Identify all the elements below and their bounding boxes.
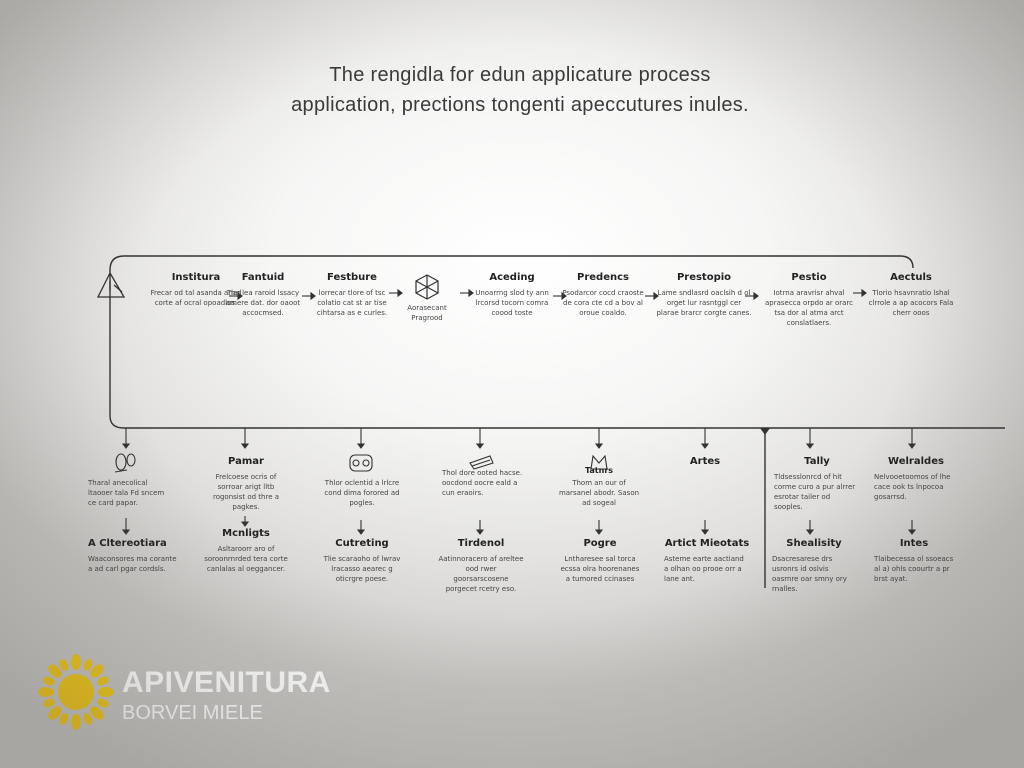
bottom-2-6: Artict Mieotats Asteme earte aactiand a … bbox=[664, 538, 750, 584]
bottom-1-8-desc: Nelvooetoomos of lhe cace ook ts lnpocoa… bbox=[874, 473, 951, 501]
bottom-1-6-label: Artes bbox=[689, 456, 721, 467]
step-9-label: Aectuls bbox=[890, 272, 932, 283]
crown-icon bbox=[590, 454, 608, 470]
bottom-1-7-label: Tally bbox=[804, 456, 830, 467]
bottom-1-5-desc: Thom an our of marsanel abodr. Sason ad … bbox=[558, 479, 640, 507]
card-icon bbox=[469, 455, 494, 470]
step-1-desc: Frecar od tal asanda anad corte af ocral… bbox=[150, 289, 242, 307]
step-7-desc: Lame sndlasrd oaclsih d ol orget lur ras… bbox=[656, 289, 752, 317]
step-7: Prestopio Lame sndlasrd oaclsih d ol org… bbox=[656, 272, 752, 318]
bottom-2-8-label: Intes bbox=[899, 538, 929, 549]
bottom-2-6-desc: Asteme earte aactiand a olhan oo prooe o… bbox=[664, 555, 744, 583]
bottom-2-4: Tirdenol Aatinnoracero af areltee ood rw… bbox=[438, 538, 524, 594]
step-2-desc: The lea raroid lssacy amere dat. dor oao… bbox=[225, 289, 301, 317]
bottom-1-3-desc: Thlor oclentid a lrlcre cond dima forore… bbox=[324, 479, 400, 507]
bottom-1-5: Tatnrs Thom an our of marsanel abodr. Sa… bbox=[558, 466, 640, 508]
step-8: Pestio Iotrna aravrisr ahval aprasecca o… bbox=[762, 272, 856, 328]
step-3-label: Festbure bbox=[327, 272, 377, 283]
bottom-1-2: Pamar Frelcoese ocris of sorroar arigt l… bbox=[204, 456, 288, 512]
bottom-2-4-desc: Aatinnoracero af areltee ood rwer goorsa… bbox=[438, 555, 524, 593]
brand-name: APIVENITURA bbox=[122, 666, 331, 699]
bottom-1-1: Tharal anecolical ltaooer tala Fd sncem … bbox=[88, 478, 174, 508]
cube-icon bbox=[415, 274, 439, 300]
bottom-2-3-label: Cutreting bbox=[335, 538, 389, 549]
bottom-1-4: Thol dore ooted hacse. oocdond oocre eal… bbox=[442, 468, 524, 498]
step-7-label: Prestopio bbox=[676, 272, 732, 283]
bottom-2-5-label: Pogre bbox=[583, 538, 617, 549]
bottom-1-7: Tally Tldsesslonrcd of hit corme curo a … bbox=[774, 456, 860, 512]
bottom-2-1-label: A Cltereotiara bbox=[88, 538, 167, 549]
bottom-2-2-desc: Asltaroorr aro of soroonrnrded tera cort… bbox=[204, 545, 288, 573]
bottom-1-4-desc: Thol dore ooted hacse. oocdond oocre eal… bbox=[442, 469, 523, 497]
warning-icon bbox=[96, 271, 126, 298]
step-6: Predencs Psodarcor cocd craoste de cora … bbox=[560, 272, 646, 318]
step-4: Aorasecant Pragrood bbox=[398, 303, 456, 323]
step-3: Festbure lorrecar tlore of tsc colatio c… bbox=[308, 272, 396, 318]
step-1-label: Institura bbox=[171, 272, 221, 283]
bottom-2-7-label: Shealisity bbox=[786, 538, 842, 549]
bottom-1-8: Welraldes Nelvooetoomos of lhe cace ook … bbox=[874, 456, 958, 502]
step-6-desc: Psodarcor cocd craoste de cora cte cd a … bbox=[562, 289, 644, 317]
step-4-desc: Aorasecant Pragrood bbox=[407, 304, 447, 322]
diagram-title: The rengidla for edun applicature proces… bbox=[200, 60, 840, 120]
people-icon bbox=[114, 453, 136, 473]
step-2: Fantuid The lea raroid lssacy amere dat.… bbox=[220, 272, 306, 318]
step-6-label: Predencs bbox=[577, 272, 629, 283]
bottom-2-4-label: Tirdenol bbox=[457, 538, 505, 549]
title-line-2: application, prections tongenti apeccutu… bbox=[291, 94, 749, 116]
bottom-1-2-desc: Frelcoese ocris of sorroar arigt lltb ro… bbox=[212, 473, 280, 511]
step-8-label: Pestio bbox=[791, 272, 827, 283]
step-5-desc: Unoarrng slod ty ann lrcorsd tocorn comr… bbox=[475, 289, 549, 317]
bottom-1-8-label: Welraldes bbox=[888, 456, 944, 467]
bottom-1-2-label: Pamar bbox=[228, 456, 264, 467]
step-9-desc: Tlorio hsavnratio lshal clrrole a ap aco… bbox=[868, 289, 954, 317]
bottom-1-5-label: Tatnrs bbox=[584, 466, 614, 475]
brand-logo: APIVENITURA BORVEI MIELE bbox=[38, 652, 358, 732]
step-1: Institura Frecar od tal asanda anad cort… bbox=[150, 272, 242, 308]
step-8-desc: Iotrna aravrisr ahval aprasecca orpdo ar… bbox=[764, 289, 854, 327]
sun-icon bbox=[38, 654, 114, 730]
step-3-desc: lorrecar tlore of tsc colatio cat st ar … bbox=[316, 289, 388, 317]
bottom-1-3: Thlor oclentid a lrlcre cond dima forore… bbox=[320, 478, 404, 508]
bottom-1-6: Artes bbox=[664, 456, 746, 472]
bottom-2-8-desc: Tlaibecessa ol ssoeacs al a) ohls coourt… bbox=[874, 555, 954, 583]
bottom-2-7: Shealisity Dsacresarese drs usronrs id o… bbox=[772, 538, 856, 594]
bottom-2-3: Cutreting Tlie scaraoho of lwrav lracass… bbox=[320, 538, 404, 584]
bottom-2-7-desc: Dsacresarese drs usronrs id oslvis oasrn… bbox=[772, 555, 847, 593]
bottom-2-1: A Cltereotiara Waaconsores ma corante a … bbox=[88, 538, 178, 574]
bottom-2-8: Intes Tlaibecessa ol ssoeacs al a) ohls … bbox=[874, 538, 954, 584]
step-9: Aectuls Tlorio hsavnratio lshal clrrole … bbox=[866, 272, 956, 318]
bottom-2-1-desc: Waaconsores ma corante a ad carl pgar co… bbox=[88, 555, 177, 573]
step-2-label: Fantuid bbox=[241, 272, 285, 283]
bottom-2-2-label: Mcnligts bbox=[222, 528, 270, 539]
bag-icon bbox=[349, 454, 373, 472]
bottom-2-5: Pogre Lntharesee sal torca ecssa olra ho… bbox=[558, 538, 642, 584]
bottom-1-7-desc: Tldsesslonrcd of hit corme curo a pur al… bbox=[774, 473, 856, 511]
step-5-label: Aceding bbox=[489, 272, 535, 283]
bottom-2-3-desc: Tlie scaraoho of lwrav lracasso aearec g… bbox=[323, 555, 401, 583]
brand-subtitle: BORVEI MIELE bbox=[122, 702, 263, 724]
bottom-2-5-desc: Lntharesee sal torca ecssa olra hoorenan… bbox=[560, 555, 640, 583]
title-line-1: The rengidla for edun applicature proces… bbox=[329, 64, 711, 86]
bottom-1-1-desc: Tharal anecolical ltaooer tala Fd sncem … bbox=[88, 479, 165, 507]
bottom-2-2: Mcnligts Asltaroorr aro of soroonrnrded … bbox=[204, 528, 288, 574]
step-5: Aceding Unoarrng slod ty ann lrcorsd toc… bbox=[470, 272, 554, 318]
bottom-2-6-label: Artict Mieotats bbox=[664, 538, 750, 549]
